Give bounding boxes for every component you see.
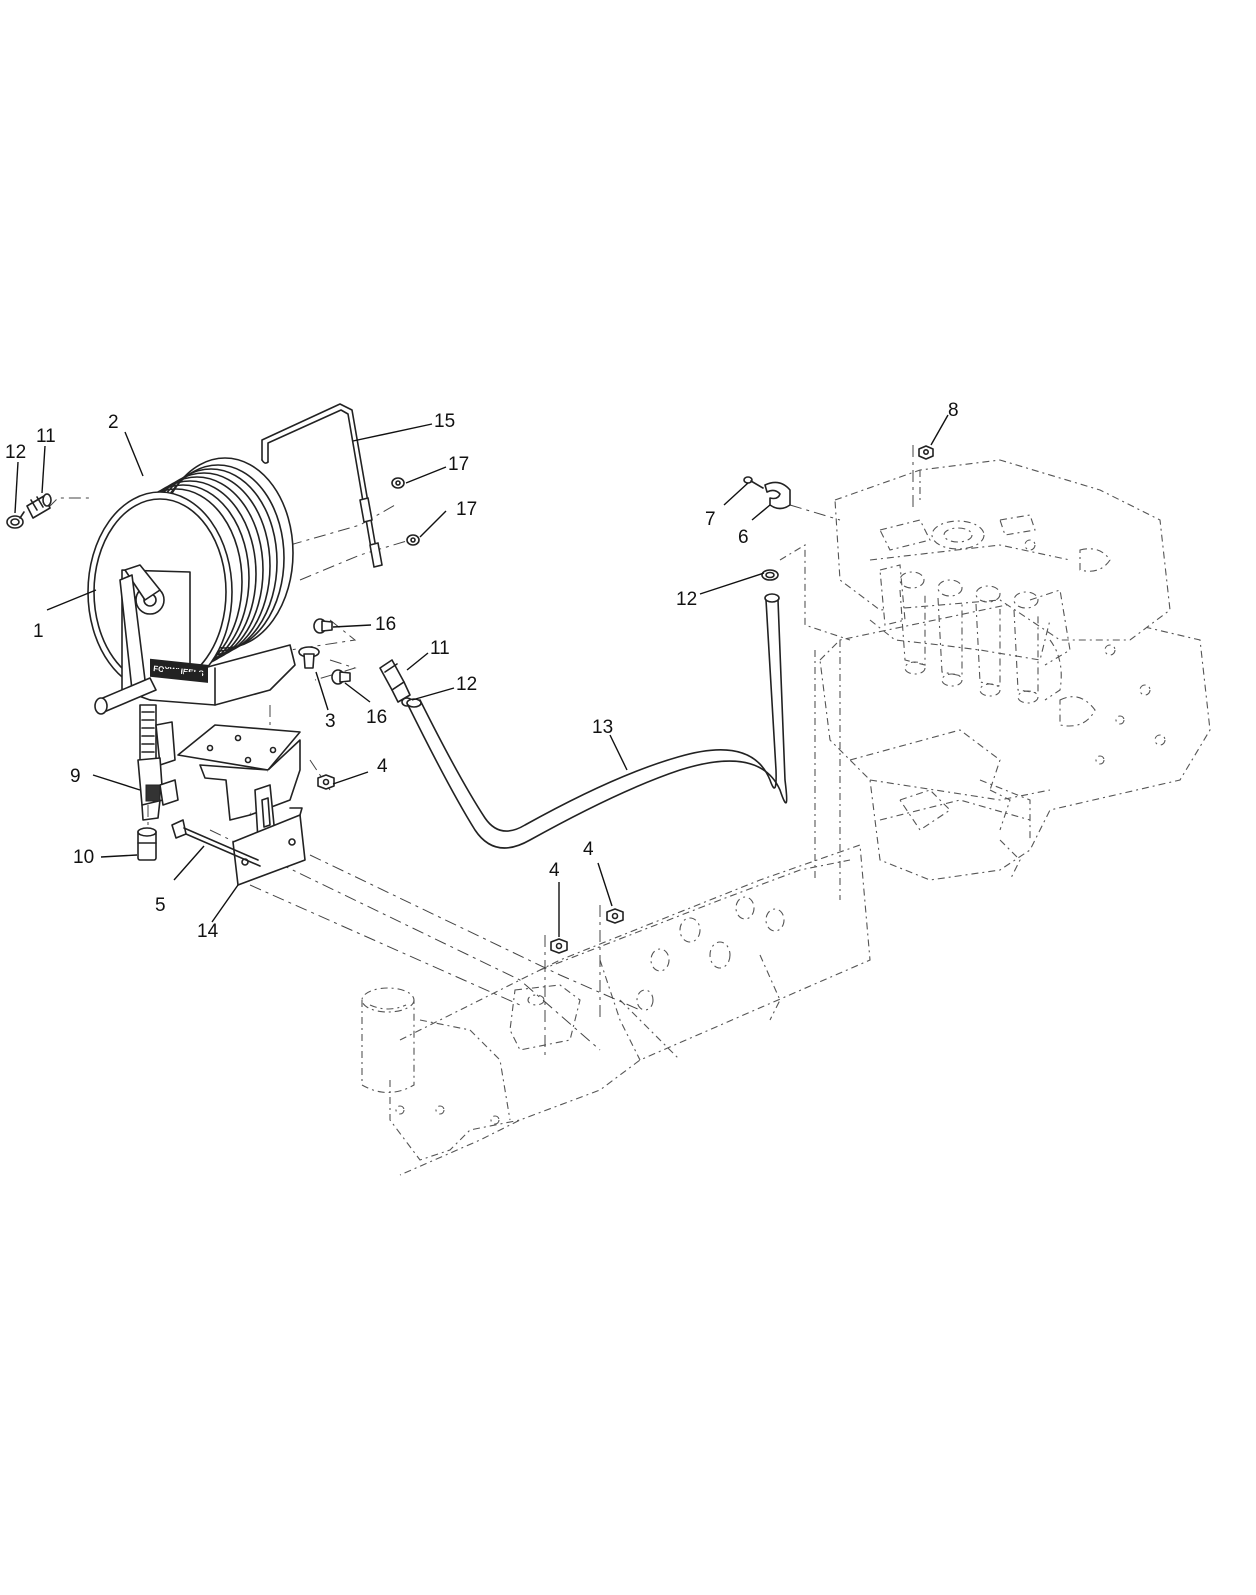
callout-4c: 4 [583, 839, 594, 860]
nut-17b [406, 534, 420, 546]
nuts [317, 445, 934, 954]
shutoff-valve-9 [137, 757, 179, 821]
hose-13 [406, 593, 788, 849]
callout-11a: 11 [36, 426, 56, 447]
callout-10: 10 [73, 847, 94, 868]
callout-7: 7 [705, 509, 716, 530]
callout-6: 6 [738, 527, 749, 548]
callout-5: 5 [155, 895, 166, 916]
reel-crank-arm [124, 564, 161, 601]
callout-11b: 11 [430, 638, 450, 659]
carriage-bolt-16a [313, 618, 333, 634]
carriage-bolt-3 [298, 646, 320, 669]
callout-16b: 16 [366, 707, 387, 728]
callout-15: 15 [434, 411, 455, 432]
callout-12b: 12 [676, 589, 697, 610]
callout-3: 3 [325, 711, 336, 732]
fitting-11-left [26, 493, 52, 519]
bolt-5 [171, 819, 261, 867]
callout-12a: 12 [5, 442, 26, 463]
callout-labels: 1 2 3 4 4 4 5 6 7 8 9 10 11 11 12 12 12 … [5, 400, 959, 942]
clamp-12-left [6, 511, 25, 529]
screw-7 [743, 476, 764, 489]
hose-guide-rod-15 [261, 403, 383, 568]
callout-2: 2 [108, 412, 119, 433]
callout-16a: 16 [375, 614, 396, 635]
carriage-bolts [298, 618, 351, 685]
callout-4b: 4 [549, 860, 560, 881]
callout-1: 1 [33, 621, 44, 642]
callout-17b: 17 [456, 499, 477, 520]
callout-8: 8 [948, 400, 959, 421]
nut-17a [391, 477, 405, 489]
nut-4-right [606, 908, 624, 924]
callout-13: 13 [592, 717, 613, 738]
valve-spools-ghost [869, 564, 1071, 704]
callout-4a: 4 [377, 756, 388, 777]
nut-4-left [550, 938, 568, 954]
callout-12c: 12 [456, 674, 477, 695]
clamp-6 [764, 481, 791, 510]
nut-8 [918, 445, 934, 460]
clamp-12-right [761, 569, 779, 581]
fitting-11-mid [379, 659, 411, 703]
callout-14: 14 [197, 921, 219, 942]
carriage-bolt-16b [331, 669, 351, 685]
callout-leaders [14, 414, 949, 937]
mount-bracket-14 [177, 724, 306, 886]
callout-9: 9 [70, 766, 81, 787]
callout-17a: 17 [448, 454, 469, 475]
nut-4-bracket [317, 774, 335, 790]
hose-reel-assembly: FOXWHEELS [87, 457, 296, 766]
coupler-10 [137, 827, 157, 861]
machine-frame-ghost [361, 459, 1211, 1176]
